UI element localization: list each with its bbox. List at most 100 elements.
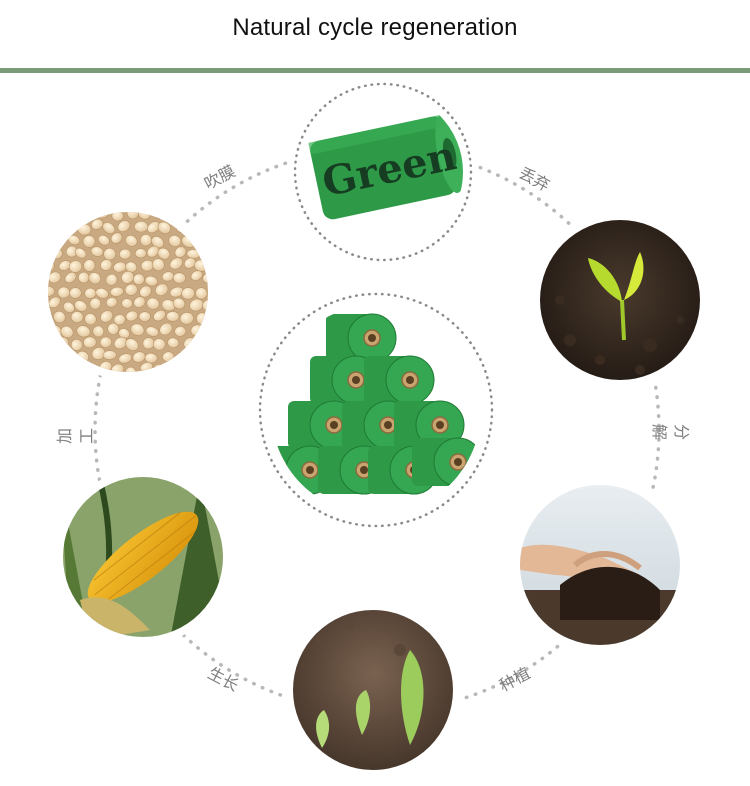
corn-kernel: [64, 271, 77, 284]
page-title: Natural cycle regeneration: [232, 14, 518, 41]
corn-kernel: [74, 247, 87, 259]
corn-kernel: [202, 272, 208, 284]
corn-kernel: [189, 298, 204, 312]
corn-kernel: [107, 322, 120, 335]
bag-roll: [364, 355, 435, 405]
green-roll-photo: Green: [303, 92, 463, 252]
corn-kernel: [68, 212, 83, 220]
corn-kernel: [169, 257, 183, 270]
corn-kernel: [95, 287, 109, 299]
corn-kernel: [99, 336, 112, 348]
corn-kernel: [48, 296, 61, 309]
corn-kernel: [134, 248, 147, 259]
corn-kernel: [194, 212, 207, 219]
corn-kernel: [144, 352, 158, 364]
corn-kernel: [174, 246, 187, 258]
corn-kernel: [91, 218, 104, 230]
bag-roll: [412, 437, 481, 487]
corn-kernel: [209, 235, 223, 247]
corn-kernel: [139, 285, 152, 298]
corn-kernel: [155, 283, 169, 296]
corn-kernel: [132, 273, 145, 285]
corn-kernel: [102, 350, 117, 360]
corn-kernel: [134, 220, 149, 233]
corn-kernel: [48, 360, 56, 372]
center-ring-dots: [258, 292, 494, 528]
corn-kernel: [146, 245, 160, 258]
corn-kernel: [77, 271, 90, 284]
corn-kernel: [83, 259, 96, 272]
corn-kernel: [76, 325, 91, 338]
corn-kernel: [82, 235, 96, 248]
corn-kernel: [183, 365, 197, 372]
corn-kernel: [168, 234, 182, 247]
corn-kernel: [68, 260, 83, 273]
corn-kernel: [119, 248, 132, 260]
corn-kernel: [194, 362, 208, 372]
corn-kernel: [113, 336, 128, 350]
corn-kernel: [48, 212, 55, 220]
corn-kernel: [48, 339, 52, 350]
corn-kernel: [91, 347, 106, 360]
corn-kernel: [157, 247, 171, 260]
bag-roll: [394, 400, 465, 450]
corn-kernel: [167, 337, 180, 349]
rolls-pyramid-photo: [271, 305, 481, 515]
corn-kernel: [138, 311, 151, 322]
corn-kernel: [63, 301, 75, 313]
corn-kernel: [133, 296, 146, 308]
corn-kernel: [100, 310, 114, 323]
sprouts-photo: [293, 610, 453, 770]
corn-kernel: [124, 283, 138, 296]
corn-kernel: [125, 338, 139, 351]
corn-kernel: [183, 257, 196, 269]
corn-kernel: [144, 275, 158, 287]
corn-kernel: [110, 232, 123, 244]
corn-kernel: [152, 338, 166, 351]
corn-kernel: [147, 221, 161, 234]
label-decompose: 分解: [650, 424, 691, 441]
bag-roll: [326, 313, 397, 363]
corn-kernel: [89, 297, 102, 310]
corn-kernel: [121, 270, 135, 284]
corn-kernel: [172, 272, 186, 284]
corn-kernel: [117, 220, 131, 233]
top-ring-dots: [293, 82, 473, 262]
corn-kernel: [102, 222, 116, 234]
corn-kernel: [70, 311, 84, 323]
corn-kernel: [70, 338, 83, 351]
corn-kernel: [124, 366, 137, 372]
corn-kernel: [130, 323, 145, 336]
corn-kernel: [97, 234, 110, 246]
corn-kernel: [92, 325, 105, 338]
corn-kernel: [60, 325, 74, 339]
corn-kernel: [109, 286, 124, 297]
corn-kernel: [132, 351, 146, 363]
corn-kernel: [142, 337, 155, 350]
corn-kernel: [179, 312, 194, 325]
corn-kernel: [83, 336, 97, 349]
corn-kernel: [100, 259, 113, 271]
corn-kernel: [55, 212, 70, 218]
corn-kernel: [48, 352, 60, 364]
corn-kernel: [202, 218, 208, 230]
corn-kernel: [157, 221, 171, 234]
corn-kernel: [84, 313, 97, 326]
corn-kernel: [50, 220, 64, 231]
corn-kernel: [151, 258, 165, 271]
corn-kernel: [195, 287, 208, 300]
corn-kernel: [57, 363, 72, 372]
corn-kernel: [113, 314, 126, 326]
corn-kernel: [125, 310, 138, 322]
label-processing: 加工: [55, 427, 96, 444]
title-divider: [0, 68, 750, 73]
corn-kernel: [159, 322, 173, 336]
corn-kernel: [90, 246, 104, 257]
corn-kernel: [209, 340, 221, 352]
corn-kernel: [190, 270, 203, 281]
corn-kernel: [181, 287, 195, 300]
corn-kernel: [166, 311, 180, 322]
corn-kernel: [48, 232, 55, 245]
corn-kernel: [110, 363, 125, 372]
corn-kernel: [57, 286, 71, 299]
